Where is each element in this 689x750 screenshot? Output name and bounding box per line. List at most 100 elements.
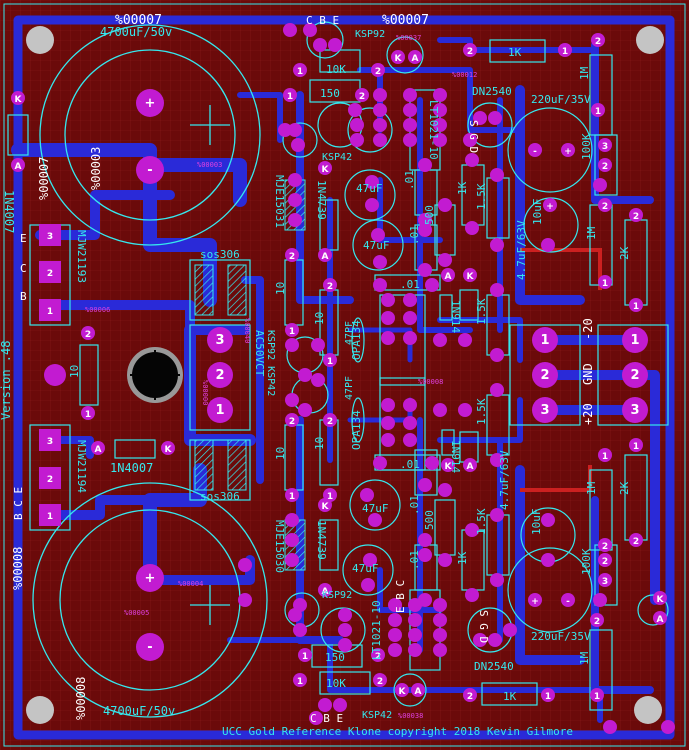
- pad: [373, 278, 387, 292]
- pad: [371, 228, 385, 242]
- label-500-top: 500: [423, 205, 436, 225]
- label-220uf-bottom: 220uF/35V: [531, 630, 591, 643]
- pad-label: 2: [289, 252, 295, 262]
- pad-label: 1: [47, 307, 53, 317]
- net-label-00040: %00040: [243, 318, 251, 343]
- mounting-hole-tr: [636, 26, 664, 54]
- pad: [458, 403, 472, 417]
- pad-label: A: [657, 615, 664, 625]
- pad-label: 2: [633, 212, 639, 222]
- label-1k-top: 1K: [508, 46, 522, 59]
- pad: A: [11, 158, 25, 172]
- pad: [418, 223, 432, 237]
- label-cap-01-b: .01: [408, 225, 421, 245]
- label-dn2540-bottom: DN2540: [474, 660, 514, 673]
- pad-label: +: [531, 597, 539, 607]
- pad-label: 1: [289, 492, 295, 502]
- pad-label: 1: [594, 692, 600, 702]
- pad: [403, 433, 417, 447]
- pad: 2: [371, 648, 385, 662]
- pad: 1: [298, 648, 312, 662]
- pad: +: [528, 593, 542, 607]
- pin-label-ebc: E B C: [394, 580, 407, 613]
- pad: [433, 613, 447, 627]
- pad: [288, 193, 302, 207]
- pad-label: 1: [545, 692, 551, 702]
- label-dn2540-top: DN2540: [472, 85, 512, 98]
- label-2k-top: 2K: [618, 246, 631, 260]
- label-ksp42-bottom: KSP42: [362, 710, 392, 721]
- label-sos306-bottom: sos306: [200, 490, 240, 503]
- pad: [44, 364, 66, 386]
- net-label-00038: %00038: [398, 712, 423, 720]
- pad: [338, 638, 352, 652]
- pad: [288, 173, 302, 187]
- pad: [373, 133, 387, 147]
- pad: A: [441, 268, 455, 282]
- pad: 2: [591, 33, 605, 47]
- pad: A: [408, 50, 422, 64]
- pad: [418, 158, 432, 172]
- pad: 2: [590, 613, 604, 627]
- pad: [490, 348, 504, 362]
- label-10-e: 10: [313, 437, 326, 450]
- pad: 1: [591, 103, 605, 117]
- pad: [541, 238, 555, 252]
- pad-label: 2: [375, 652, 381, 662]
- pad: [465, 523, 479, 537]
- pad: 1: [598, 448, 612, 462]
- pad: [593, 178, 607, 192]
- pad-label: 2: [540, 368, 549, 383]
- pad: [473, 633, 487, 647]
- pad-label: K: [399, 687, 407, 697]
- pad: 3: [598, 138, 612, 152]
- pad-label: 2: [595, 37, 601, 47]
- pad-label: 2: [327, 282, 333, 292]
- mounting-holes: [26, 26, 664, 724]
- pad: K: [318, 498, 332, 512]
- label-1-5k-d: 1.5K: [475, 508, 488, 535]
- pin-label-c-top: C: [20, 262, 27, 275]
- pad: [285, 533, 299, 547]
- pad: [541, 513, 555, 527]
- label-10-d: 10: [313, 312, 326, 325]
- cap-label-4700uf-bottom: 4700uF/50v: [103, 704, 175, 718]
- label-m20: -20: [581, 318, 595, 340]
- net-label-00003-a: %00003: [197, 161, 222, 169]
- cap-label-4700uf-top: 4700uF/50v: [100, 25, 172, 39]
- label-1n4007-top: 1N4007: [2, 190, 16, 233]
- pad: 2: [285, 248, 299, 262]
- label-mjw21194: MJW21194: [75, 440, 88, 493]
- mounting-hole-bl: [26, 696, 54, 724]
- pad: [541, 553, 555, 567]
- pad-label: 2: [467, 47, 473, 57]
- pad: [403, 398, 417, 412]
- pad-label: +: [145, 96, 156, 111]
- pad: 1: [629, 298, 643, 312]
- pad: [458, 333, 472, 347]
- label-p20: +20: [581, 403, 595, 425]
- label-cap-01-e: .01: [408, 495, 421, 515]
- pad-label: 1: [47, 512, 53, 522]
- pin-label-sgd-bottom: S G D: [477, 610, 490, 643]
- pad: [488, 633, 502, 647]
- net-label-00037: %00037: [396, 34, 421, 42]
- pad: [403, 293, 417, 307]
- pad: A: [411, 683, 425, 697]
- pad: K: [11, 91, 25, 105]
- label-47pf-bottom: 47PF: [344, 321, 355, 345]
- pad-label: A: [445, 272, 452, 282]
- pad: [433, 103, 447, 117]
- pad: [465, 588, 479, 602]
- pad: 3: [207, 327, 233, 353]
- label-1-5k-c: 1.5K: [475, 398, 488, 425]
- label-ksp92-top: KSP92: [355, 29, 385, 40]
- pin-label-bce-bottom: B C E: [12, 487, 25, 520]
- label-1n914-top: 1N914: [449, 300, 462, 333]
- pad: [438, 483, 452, 497]
- label-10-c: 10: [274, 447, 287, 460]
- pad-label: 1: [630, 333, 639, 348]
- pad-label: 2: [602, 557, 608, 567]
- pad: [465, 221, 479, 235]
- label-220uf-top: 220uF/35V: [531, 93, 591, 106]
